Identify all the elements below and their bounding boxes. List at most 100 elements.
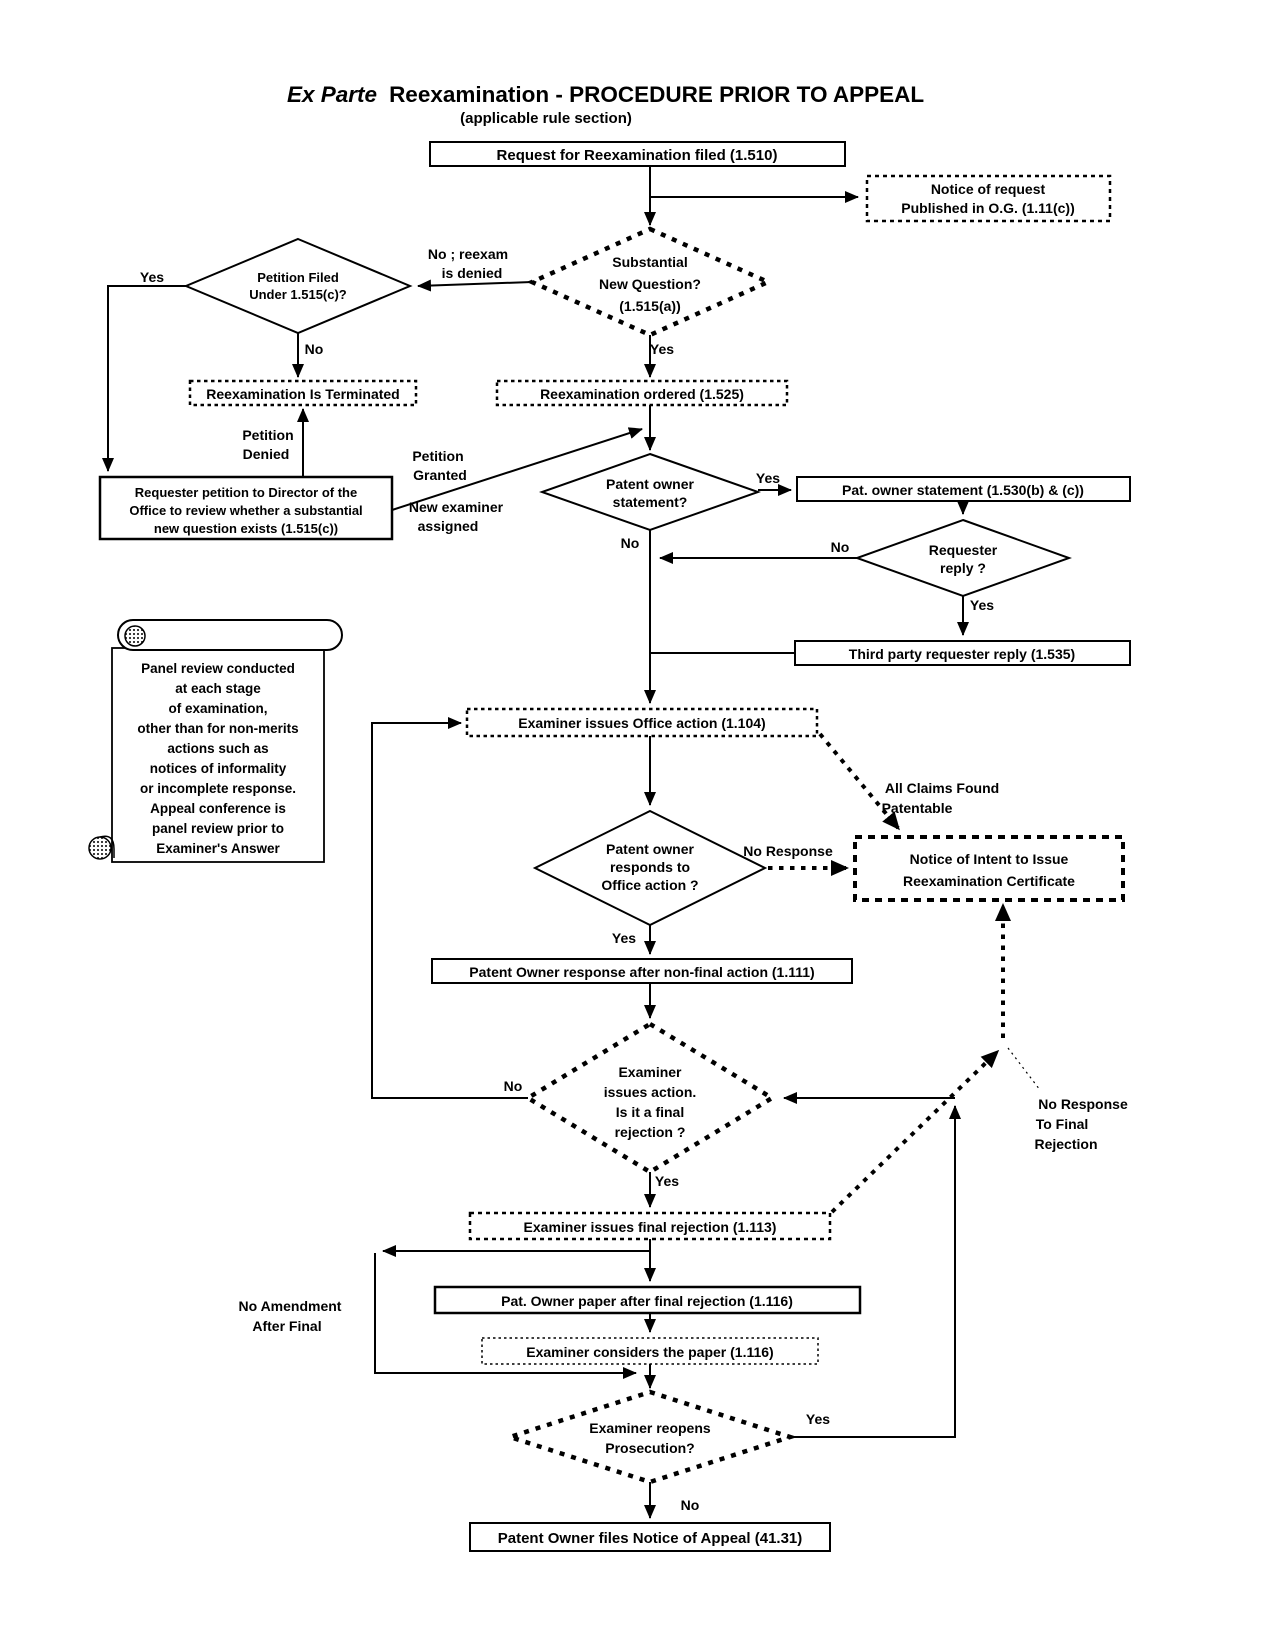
petition-filed-line1: Petition Filed (257, 270, 339, 285)
label-no-amendment-1: No Amendment (239, 1298, 342, 1314)
edge-substantial-no-to-petition (417, 279, 533, 292)
requester-reply-shape (854, 518, 1072, 598)
requester-petition-rect (98, 475, 394, 541)
edge-final-rejection-no-response-diagonal (830, 1049, 1000, 1214)
notice-intent-box: Notice of Intent to Issue Reexamination … (853, 835, 1125, 902)
notice-intent-rect (853, 835, 1125, 902)
reopens-q-shape (502, 1389, 798, 1485)
terminated-box: Reexamination Is Terminated (188, 379, 418, 407)
responds-q-line2: responds to (610, 859, 690, 875)
note-line2: at each stage (175, 681, 261, 696)
note-line10: Examiner's Answer (156, 841, 280, 856)
label-all-claims-1: All Claims Found (885, 780, 999, 796)
label-yes-reply: Yes (970, 597, 994, 613)
edge-petition-granted-to-main (391, 427, 643, 511)
note-line4: other than for non-merits (137, 721, 298, 736)
edge-all-claims-to-notice-intent (818, 732, 900, 831)
ordered-box: Reexamination ordered (1.525) (495, 379, 789, 407)
notice-og-line2: Published in O.G. (1.11(c)) (901, 200, 1074, 216)
appeal-label: Patent Owner files Notice of Appeal (41.… (498, 1530, 803, 1547)
responds-q-line1: Patent owner (606, 841, 694, 857)
final-q-line1: Examiner (618, 1064, 682, 1080)
note-line1: Panel review conducted (141, 661, 295, 676)
request-filed-label: Request for Reexamination filed (1.510) (497, 147, 778, 164)
ordered-rect (495, 379, 789, 407)
reopens-diamond: Examiner reopens Prosecution? (502, 1389, 798, 1485)
office-action-label: Examiner issues Office action (1.104) (518, 715, 765, 731)
requester-petition-line2: Office to review whether a substantial (129, 503, 362, 518)
label-petition-granted-2: Granted (413, 467, 467, 483)
final-rejection-rect (468, 1211, 832, 1241)
label-yes-statement: Yes (756, 470, 780, 486)
note-line5: actions such as (167, 741, 268, 756)
label-petition-denied-2: Denied (243, 446, 290, 462)
label-new-examiner-1: New examiner (409, 499, 504, 515)
owner-response-rect (431, 958, 853, 984)
responds-q-shape (532, 809, 768, 927)
scroll-curl-top-icon (124, 625, 146, 647)
substantial-line3: (1.515(a)) (619, 298, 680, 314)
label-no-amendment-2: After Final (252, 1318, 321, 1334)
considers-paper-box: Examiner considers the paper (1.116) (481, 1337, 819, 1365)
requester-petition-line1: Requester petition to Director of the (135, 485, 357, 500)
page-title-italic: Ex Parte (287, 82, 377, 107)
request-filed-box: Request for Reexamination filed (1.510) (429, 141, 846, 167)
appeal-rect (469, 1522, 831, 1552)
label-no-petition: No (305, 341, 324, 357)
page-title-rest: Reexamination - PROCEDURE PRIOR TO APPEA… (389, 82, 924, 107)
terminated-rect (188, 379, 418, 407)
considers-paper-label: Examiner considers the paper (1.116) (526, 1344, 773, 1360)
owner-paper-label: Pat. Owner paper after final rejection (… (501, 1293, 793, 1309)
petition-filed-line2: Under 1.515(c)? (249, 287, 347, 302)
office-action-rect (465, 707, 819, 738)
notice-og-line1: Notice of request (931, 181, 1046, 197)
owner-statement-q-shape (538, 452, 762, 532)
petition-filed-diamond: Petition Filed Under 1.515(c)? (183, 237, 413, 335)
panel-review-note-body (111, 647, 325, 863)
appeal-box: Patent Owner files Notice of Appeal (41.… (469, 1522, 831, 1552)
label-petition-granted-1: Petition (412, 448, 463, 464)
owner-response-label: Patent Owner response after non-final ac… (469, 964, 814, 980)
scroll-curl-bottom-icon (88, 836, 112, 860)
final-rejection-label: Examiner issues final rejection (1.113) (524, 1219, 777, 1235)
label-no-reexam-1: No ; reexam (428, 246, 508, 262)
notice-og-rect (865, 174, 1112, 223)
requester-reply-line1: Requester (929, 542, 998, 558)
substantial-line2: New Question? (599, 276, 701, 292)
considers-paper-rect (481, 1337, 819, 1365)
label-no-reexam-2: is denied (442, 265, 503, 281)
label-no-reopens: No (681, 1497, 700, 1513)
label-no-resp-final-2: To Final (1036, 1116, 1089, 1132)
owner-statement-box: Pat. owner statement (1.530(b) & (c)) (796, 476, 1131, 502)
request-filed-rect (429, 141, 846, 167)
final-rejection-q-shape (523, 1021, 777, 1175)
responds-diamond: Patent owner responds to Office action ? (532, 809, 768, 927)
note-line6: notices of informality (150, 761, 287, 776)
owner-paper-box: Pat. Owner paper after final rejection (… (433, 1285, 862, 1315)
label-no-reply: No (831, 539, 850, 555)
reopens-q-line2: Prosecution? (605, 1440, 694, 1456)
third-party-reply-rect (794, 640, 1131, 666)
ordered-label: Reexamination ordered (1.525) (540, 386, 744, 402)
page-title: Ex Parte Reexamination - PROCEDURE PRIOR … (287, 82, 924, 107)
edge-reopens-yes-up (790, 1105, 961, 1438)
label-all-claims-2: Patentable (882, 800, 953, 816)
requester-reply-diamond: Requester reply ? (854, 518, 1072, 598)
final-rejection-box: Examiner issues final rejection (1.113) (468, 1211, 832, 1241)
responds-q-line3: Office action ? (601, 877, 698, 893)
notice-intent-line1: Notice of Intent to Issue (910, 851, 1069, 867)
label-yes-final: Yes (655, 1173, 679, 1189)
edge-petition-yes-to-requester-petition (102, 285, 186, 472)
label-petition-denied-1: Petition (242, 427, 293, 443)
label-yes-responds: Yes (612, 930, 636, 946)
panel-review-note-roll (117, 619, 343, 651)
note-line9: panel review prior to (152, 821, 284, 836)
owner-response-box: Patent Owner response after non-final ac… (431, 958, 853, 984)
edge-final-q-no-loop-to-office-action (371, 717, 528, 1099)
terminated-label: Reexamination Is Terminated (206, 386, 399, 402)
substantial-line1: Substantial (612, 254, 687, 270)
label-new-examiner-2: assigned (418, 518, 479, 534)
notice-intent-line2: Reexamination Certificate (903, 873, 1075, 889)
reopens-q-line1: Examiner reopens (589, 1420, 711, 1436)
